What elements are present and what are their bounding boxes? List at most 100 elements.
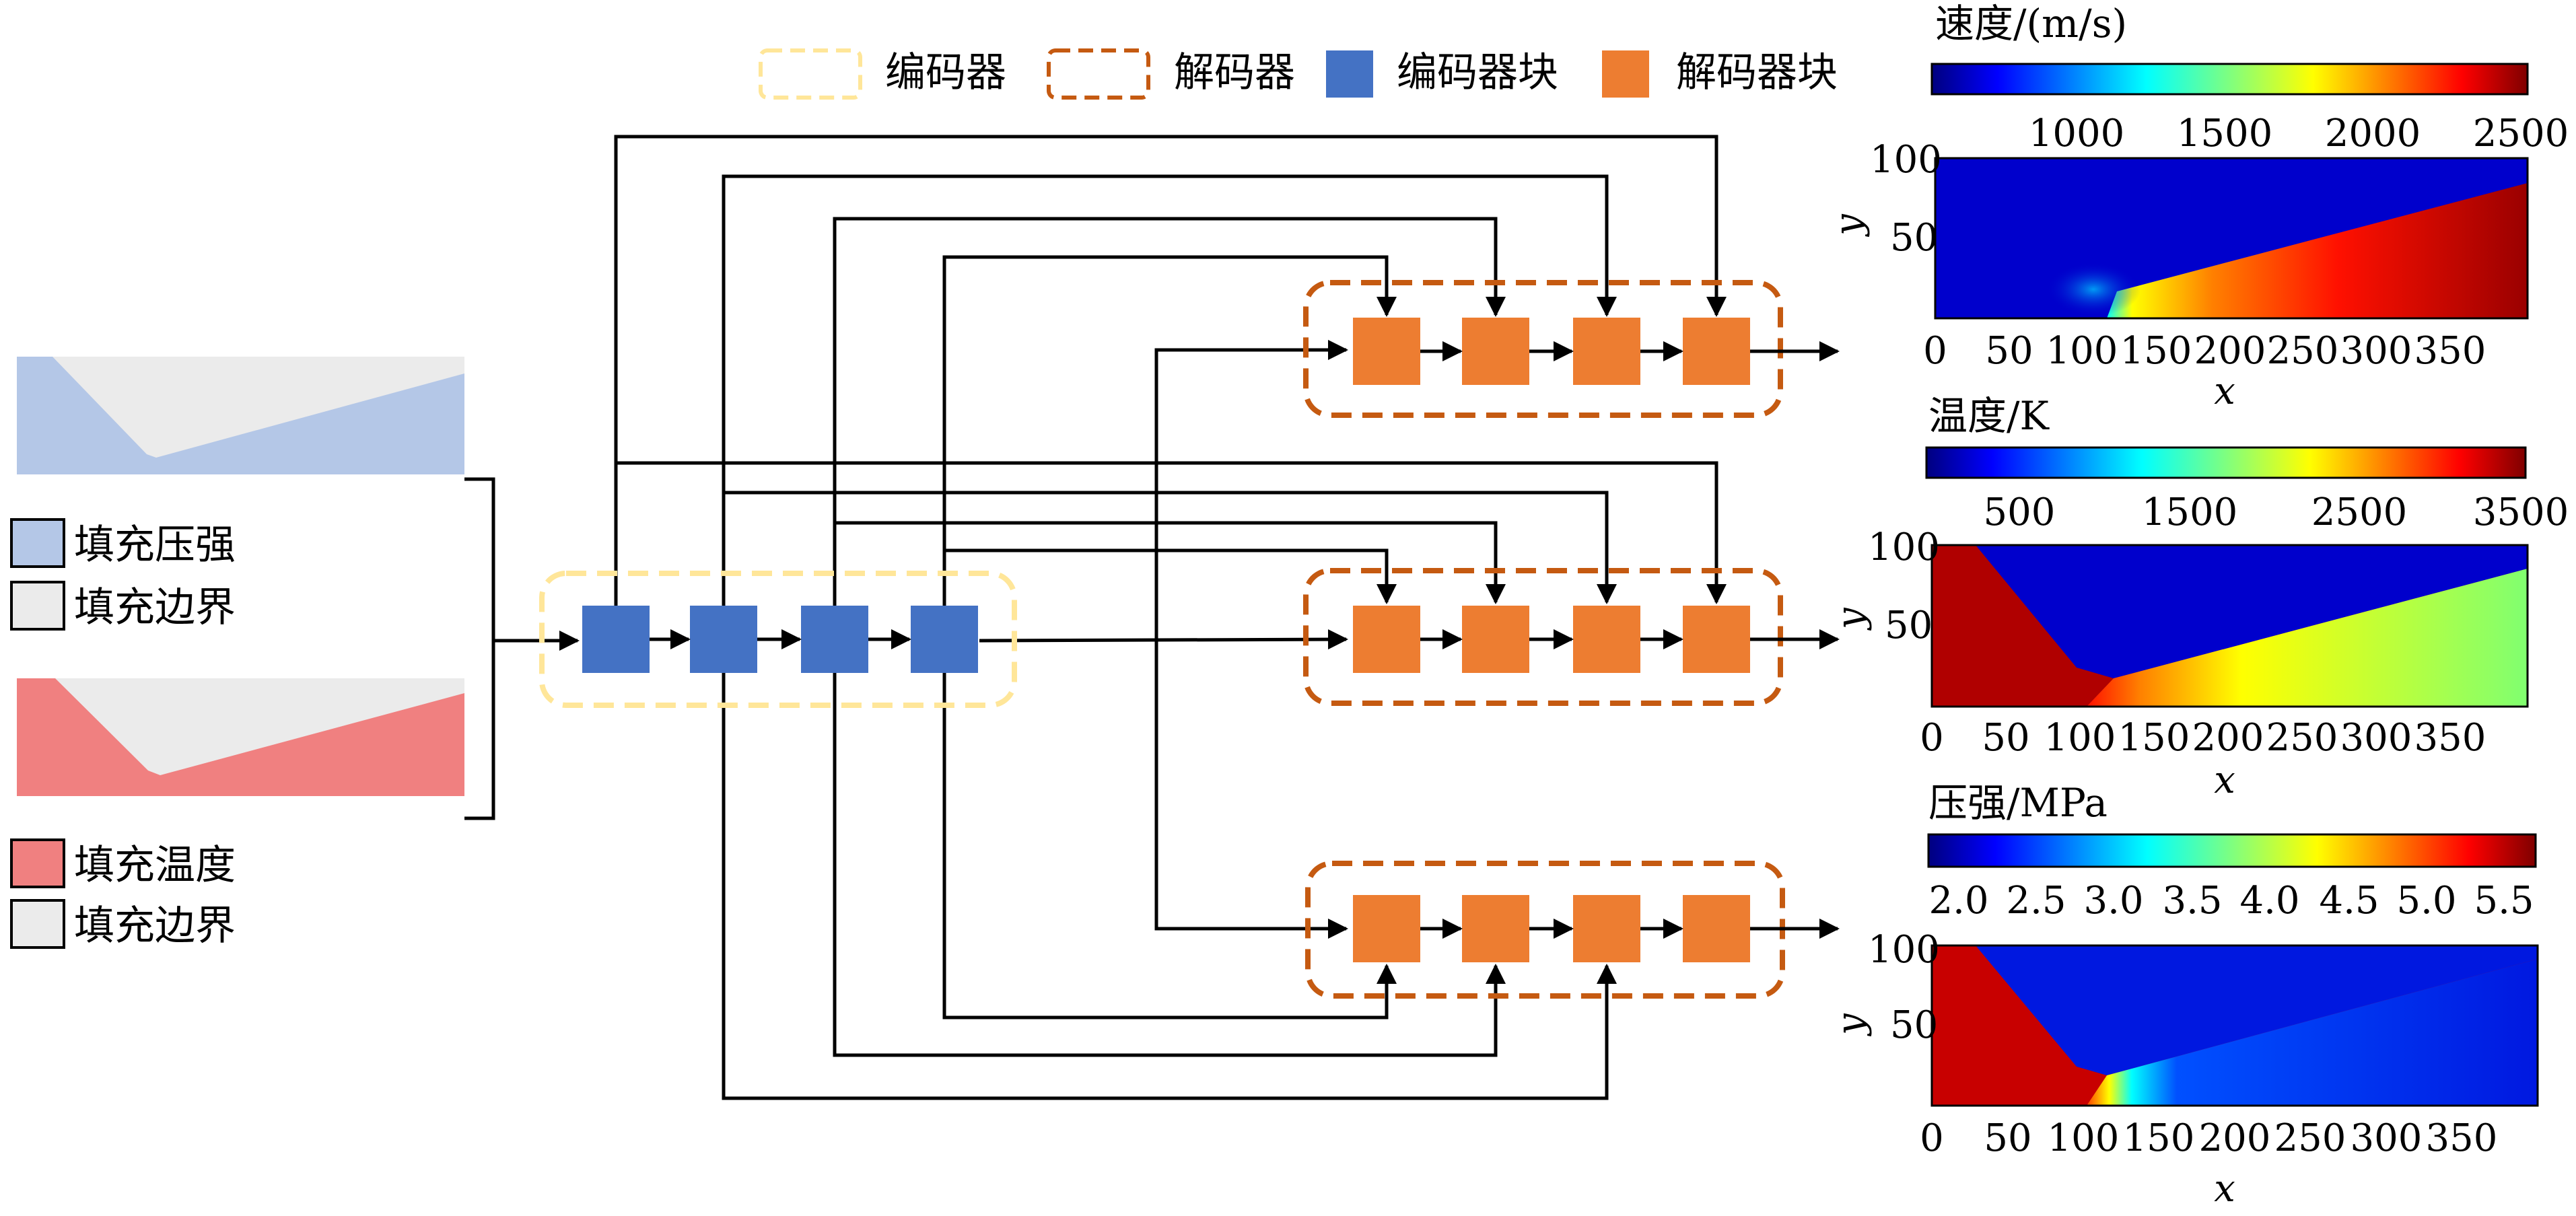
bottleneck-mid [979, 629, 1348, 650]
colorbar-tick: 500 [1984, 491, 2056, 534]
skip-top-1 [614, 135, 1727, 612]
temperature-input-image [17, 678, 464, 796]
x-tick: 50 [1984, 1116, 2031, 1160]
skip-mid-1 [614, 461, 1727, 612]
x-tick: 150 [2120, 329, 2192, 373]
colorbar-tick: 5.5 [2474, 879, 2534, 923]
colorbar [1925, 446, 2527, 479]
colorbar-tick: 4.5 [2319, 879, 2379, 923]
legend-encoder-block-swatch [1326, 50, 1373, 98]
x-tick: 0 [1920, 1116, 1944, 1160]
colorbar-tick: 2500 [2311, 491, 2408, 534]
pressure-input-image [17, 357, 464, 474]
encoder-block-2 [690, 606, 757, 673]
pressure-fill-label: 填充压强 [74, 522, 236, 569]
colorbar-tick: 2.5 [2006, 879, 2066, 923]
x-tick: 250 [2274, 1116, 2346, 1160]
encoder-border [539, 571, 1017, 708]
x-tick: 100 [2048, 1116, 2120, 1160]
encoder-block-3 [801, 606, 868, 673]
decoder-top [1303, 280, 1840, 418]
x-ticks: 0 50 100 150 200 250 300 350 [1920, 716, 2486, 760]
boundary-fill-label-1: 填充边界 [74, 584, 236, 631]
y-label: y [1829, 607, 1873, 631]
x-tick: 350 [2414, 329, 2486, 373]
legend-decoder-block-swatch [1602, 50, 1649, 98]
y-tick: 50 [1890, 1003, 1938, 1047]
colorbar-tick: 5.0 [2396, 879, 2456, 923]
temperature-fill-label: 填充温度 [74, 842, 236, 889]
y-tick: 50 [1890, 216, 1938, 260]
skip-mid-4 [942, 548, 1397, 612]
legend-encoder-label: 编码器 [885, 49, 1006, 96]
decoder-mid [1303, 568, 1840, 706]
boundary-fill-label-2: 填充边界 [74, 902, 236, 950]
legend-encoder-block-label: 编码器块 [1397, 49, 1558, 96]
x-tick: 150 [2123, 1116, 2195, 1160]
skip-bot-4 [942, 672, 1397, 1020]
x-tick: 100 [2044, 716, 2116, 760]
plot-title: 压强/MPa [1928, 780, 2108, 826]
x-tick: 300 [2340, 716, 2412, 760]
x-label: x [2214, 369, 2235, 413]
colorbar-tick: 1500 [2177, 112, 2273, 155]
decoder-mid-block-4 [1683, 606, 1750, 673]
decoder-top-border [1303, 280, 1783, 418]
x-tick: 0 [1920, 716, 1944, 760]
decoder-bot [1305, 861, 1840, 999]
encoder-block-4 [911, 606, 978, 673]
x-tick: 300 [2351, 1116, 2423, 1160]
x-label: x [2214, 1167, 2235, 1211]
boundary-fill-swatch-2 [10, 899, 65, 949]
colorbar-tick: 1500 [2142, 491, 2238, 534]
decoder-top-block-2 [1462, 318, 1529, 385]
legend-encoder-swatch [759, 48, 862, 100]
colorbar-tick: 1000 [2029, 112, 2125, 155]
legend-decoder-swatch [1047, 48, 1150, 100]
bottleneck-top [1154, 340, 1348, 640]
x-tick: 250 [2267, 329, 2339, 373]
skip-connections [614, 135, 1727, 1100]
output-plot-pressure: 压强/MPa 2.0 2.5 3.0 3.5 4.0 4.5 5.0 5.5 1… [1829, 780, 2539, 1211]
plot-title: 速度/(m/s) [1935, 1, 2127, 46]
colorbar-ticks: 500 1500 2500 3500 [1984, 491, 2569, 534]
decoder-mid-block-3 [1573, 606, 1640, 673]
colorbar-tick: 2500 [2473, 112, 2569, 155]
heatmap [1930, 544, 2529, 708]
heatmap [1934, 157, 2529, 320]
colorbar-tick: 4.0 [2239, 879, 2299, 923]
colorbar-tick: 3.5 [2162, 879, 2222, 923]
skip-top-4 [942, 255, 1397, 612]
skip-bot-3 [833, 672, 1506, 1057]
x-tick: 150 [2118, 716, 2190, 760]
decoder-bot-block-4 [1683, 895, 1750, 962]
output-plot-velocity: 速度/(m/s) 1000 1500 2000 2500 100 50 y 0 … [1827, 1, 2569, 413]
x-tick: 250 [2266, 716, 2338, 760]
decoder-mid-block-2 [1462, 606, 1529, 673]
x-tick: 300 [2340, 329, 2412, 373]
skip-mid-3 [833, 521, 1506, 612]
output-plot-temperature: 温度/K 500 1500 2500 3500 100 50 y 0 50 10… [1829, 393, 2569, 802]
decoder-mid-block-1 [1353, 606, 1420, 673]
skip-bot-2 [722, 672, 1617, 1100]
x-tick: 100 [2046, 329, 2118, 373]
colorbar-ticks: 2.0 2.5 3.0 3.5 4.0 4.5 5.0 5.5 [1928, 879, 2534, 923]
x-ticks: 0 50 100 150 200 250 300 350 [1923, 329, 2486, 373]
y-tick: 50 [1885, 604, 1933, 647]
decoder-mid-border [1303, 568, 1783, 706]
y-label: y [1829, 1013, 1873, 1037]
skip-top-2 [722, 174, 1617, 612]
x-tick: 50 [1985, 329, 2033, 373]
y-label: y [1827, 213, 1871, 238]
colorbar-tick: 2.0 [1928, 879, 1988, 923]
y-tick: 100 [1870, 138, 1942, 182]
input-bracket [464, 477, 495, 820]
colorbar-tick: 3500 [2473, 491, 2569, 534]
decoder-bot-block-3 [1573, 895, 1640, 962]
decoder-bot-block-1 [1353, 895, 1420, 962]
skip-top-3 [833, 217, 1506, 612]
x-label: x [2214, 758, 2235, 802]
legend-decoder-block-label: 解码器块 [1676, 49, 1838, 96]
y-tick: 100 [1868, 928, 1940, 972]
